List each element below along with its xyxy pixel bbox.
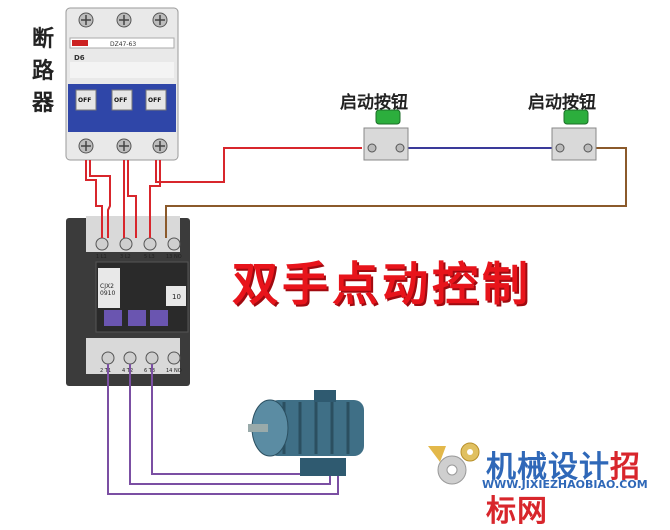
terminal-14no: 14 NO xyxy=(166,368,182,374)
breaker-off-1: OFF xyxy=(78,97,91,104)
circuit-breaker: DZ47-63 D6 OFF OFF OFF xyxy=(65,7,179,161)
breaker-off-3: OFF xyxy=(148,97,161,104)
watermark-logo xyxy=(428,442,480,485)
watermark-url: WWW.JIXIEZHAOBIAO.COM xyxy=(482,478,648,491)
start-button-1-title: 启动按钮 xyxy=(340,93,408,113)
main-title: 双手点动控制 xyxy=(232,257,532,311)
start-button-1[interactable] xyxy=(363,109,409,161)
terminal-t1: 2 T1 xyxy=(100,368,111,374)
terminal-l1: 1 L1 xyxy=(96,254,107,260)
motor xyxy=(248,390,364,476)
terminal-l2: 3 L2 xyxy=(120,254,131,260)
return-wire xyxy=(165,147,627,238)
terminal-t3: 6 T3 xyxy=(144,368,155,374)
watermark-blue: 机械设计 xyxy=(486,450,610,485)
terminal-13no: 13 NO xyxy=(166,254,182,260)
terminal-t2: 4 T2 xyxy=(122,368,133,374)
wiring-svg: DZ47-63 D6 OFF OFF OFF xyxy=(65,7,627,495)
contactor-aux-label: 10 xyxy=(172,293,181,301)
start-button-2[interactable] xyxy=(551,109,597,161)
start-button-2-title: 启动按钮 xyxy=(528,93,596,113)
breaker-model: DZ47-63 xyxy=(110,41,136,48)
terminal-l3: 5 L3 xyxy=(144,254,155,260)
phase-wires xyxy=(85,147,362,238)
breaker-off-2: OFF xyxy=(114,97,127,104)
breaker-title: 断 路 器 xyxy=(32,27,55,116)
wiring-diagram: DZ47-63 D6 OFF OFF OFF xyxy=(32,7,648,529)
breaker-rating: D6 xyxy=(74,54,85,62)
